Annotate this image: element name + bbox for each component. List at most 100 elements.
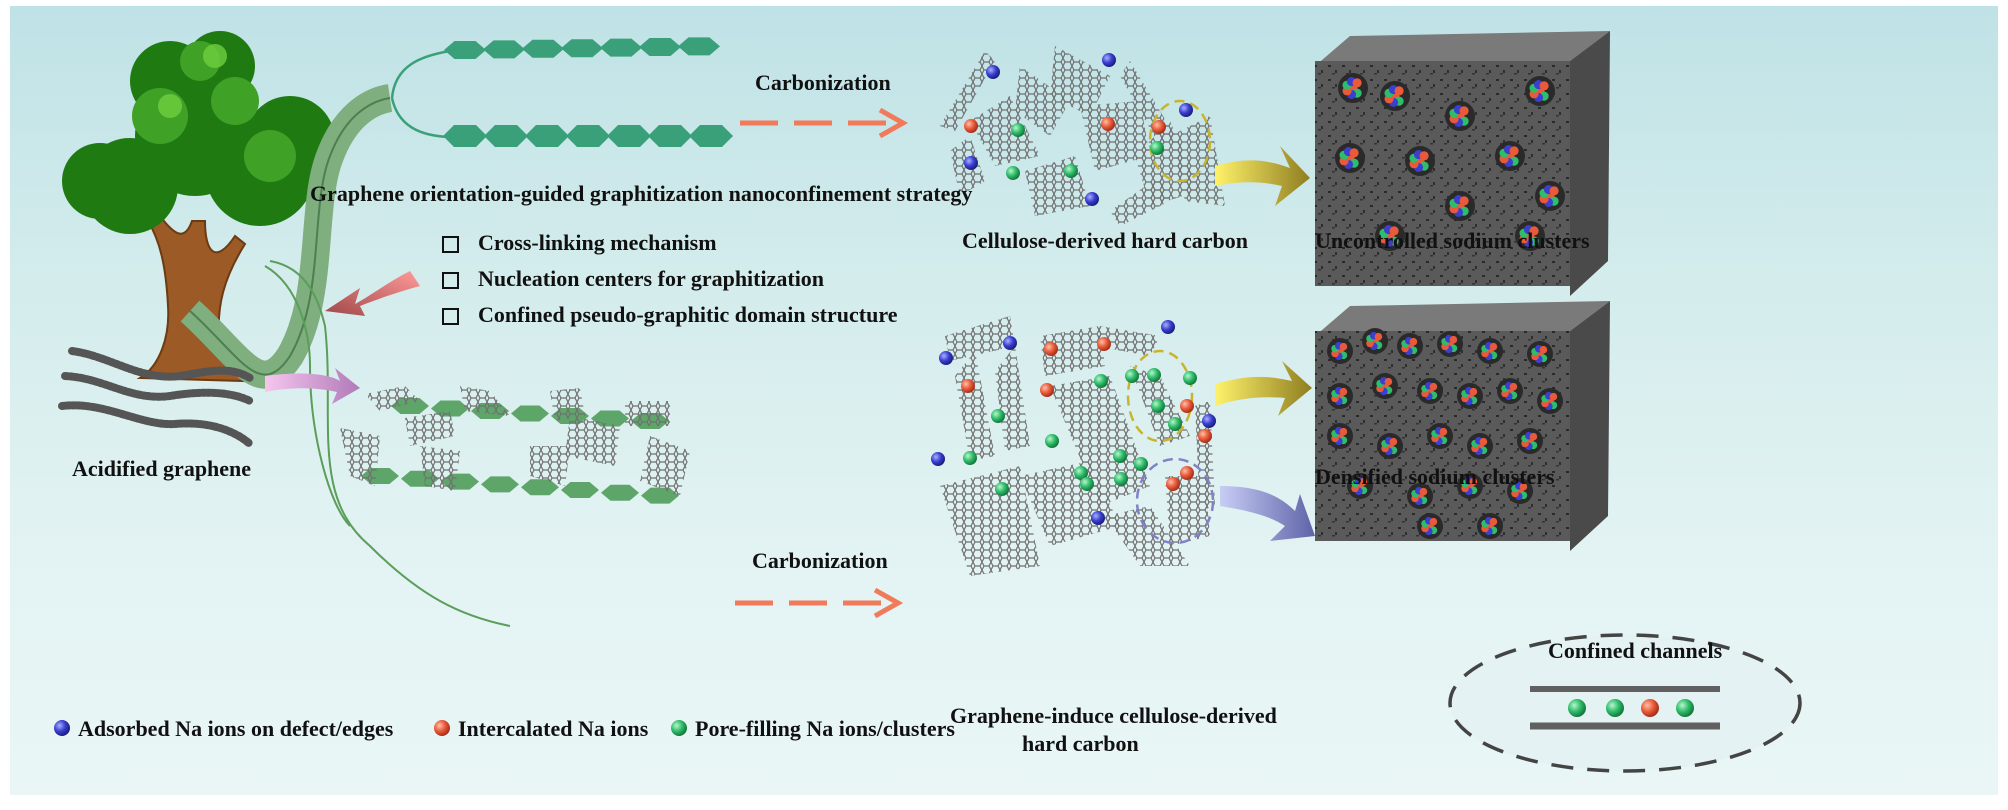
sodium-atom [1489,342,1498,351]
sodium-ion-spheres [931,53,1216,525]
na-intercalated-sphere [964,119,978,133]
glucose-unit [648,125,692,147]
glucose-unit [483,40,525,59]
na-intercalated-sphere [1040,383,1054,397]
sodium-atom [1529,226,1539,236]
confined-channels-inset [1448,633,1802,773]
sodium-atom [1439,427,1448,436]
na-adsorbed-sphere [1202,414,1216,428]
na-pore-filling-sphere [1011,123,1025,137]
sodium-atom [1339,427,1348,436]
na-adsorbed-sphere [1102,53,1116,67]
channel-na-green-1 [1568,699,1586,717]
carbonization-label-top: Carbonization [755,70,891,95]
na-pore-filling-sphere [1134,457,1148,471]
mechanism-checkbox-3 [442,308,459,325]
cellulose-chains [390,37,733,147]
sodium-atom [1539,345,1548,354]
na-pore-filling-sphere [1045,434,1059,448]
sodium-atom [1389,226,1399,236]
hard-carbon-structure-bottom [940,316,1215,576]
na-adsorbed-sphere [1091,511,1105,525]
na-intercalated-sphere [1101,117,1115,131]
glucose-unit [678,37,720,56]
sodium-atom [1339,342,1348,351]
carbonization-arrow-bottom [735,587,904,619]
na-pore-filling-sphere [1183,371,1197,385]
sodium-atom [1529,432,1538,441]
sodium-atom [1409,337,1418,346]
purple-arrow [1220,486,1315,541]
na-adsorbed-sphere [939,351,953,365]
na-pore-filling-sphere [995,482,1009,496]
legend-red-sphere-icon [434,720,450,736]
cellulose-fiber-bundle [180,84,511,627]
mechanism-item-3: Confined pseudo-graphitic domain structu… [478,302,898,327]
sodium-atom [1469,387,1478,396]
glucose-unit [639,38,681,56]
yellow-arrow-top [1215,146,1310,206]
mechanism-item-2: Nucleation centers for graphitization [478,266,825,291]
mechanism-checkbox-1 [442,236,459,253]
red-curved-arrow [325,271,420,316]
legend-adsorbed-label: Adsorbed Na ions on defect/edges [78,716,394,741]
na-pore-filling-sphere [1074,466,1088,480]
na-pore-filling-sphere [1150,141,1164,155]
acidified-graphene-label: Acidified graphene [72,456,252,481]
na-pore-filling-sphere [1125,369,1139,383]
channel-na-red [1641,699,1659,717]
carbonization-arrow-top [740,107,909,139]
sodium-atom [1509,146,1519,156]
sodium-atom [1349,148,1359,158]
acidified-graphene [58,347,254,448]
glucose-unit [444,41,486,59]
cellulose-hard-carbon-label: Cellulose-derived hard carbon [962,228,1248,253]
graphene-cellulose-composite [340,386,690,504]
carbonization-label-bottom: Carbonization [752,548,888,573]
sodium-atom [1469,477,1478,486]
glucose-unit [525,125,569,147]
sodium-atom [1359,477,1368,486]
glucose-unit [601,484,639,501]
strategy-title: Graphene orientation-guided graphitizati… [310,181,973,206]
sodium-atom [1549,186,1559,196]
na-pore-filling-sphere [1151,399,1165,413]
na-adsorbed-sphere [1161,320,1175,334]
mechanism-checkbox-2 [442,272,459,289]
na-intercalated-sphere [1198,429,1212,443]
densified-sodium-clusters-cube [1315,301,1610,551]
glucose-unit [521,479,559,496]
glucose-unit [566,125,610,147]
na-intercalated-sphere [1044,342,1058,356]
channel-na-green-2 [1606,699,1624,717]
na-adsorbed-sphere [964,156,978,170]
na-adsorbed-sphere [1179,103,1193,117]
na-adsorbed-sphere [1085,192,1099,206]
glucose-unit [607,125,651,147]
sodium-atom [1539,81,1549,91]
na-intercalated-sphere [1152,120,1166,134]
sodium-atom [1429,517,1438,526]
na-pore-filling-sphere [1113,449,1127,463]
sodium-atom [1449,335,1458,344]
legend-intercalated-label: Intercalated Na ions [458,716,649,741]
sodium-atom [1459,106,1469,116]
na-pore-filling-sphere [1080,477,1094,491]
uncontrolled-sodium-clusters-cube [1315,31,1610,296]
mechanism-item-1: Cross-linking mechanism [478,230,717,255]
glucose-unit [600,38,642,57]
na-pore-filling-sphere [963,451,977,465]
na-pore-filling-sphere [1168,417,1182,431]
legend-blue-sphere-icon [54,720,70,736]
na-intercalated-sphere [1097,337,1111,351]
sodium-atom [1389,437,1398,446]
sodium-atom [1479,437,1488,446]
na-pore-filling-sphere [991,409,1005,423]
densified-clusters-label: Densified sodium clusters [1315,464,1555,489]
na-pore-filling-sphere [1094,374,1108,388]
hard-carbon-structure-top [940,46,1225,226]
glucose-unit [689,125,733,147]
graphene-induced-hard-carbon-label-line2: hard carbon [1022,731,1139,756]
legend-green-sphere-icon [671,720,687,736]
sodium-atom [1549,392,1558,401]
